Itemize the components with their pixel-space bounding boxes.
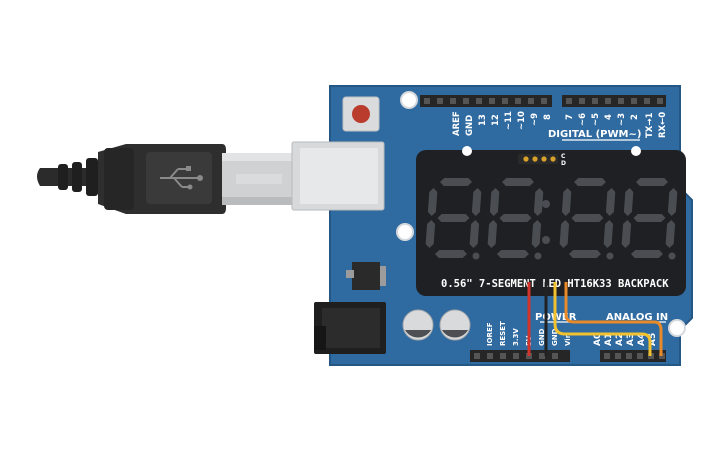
segment-a: [636, 178, 668, 186]
backpack-pins[interactable]: [518, 154, 558, 164]
colon-dot: [542, 236, 550, 244]
pin-label: 3.3V: [512, 328, 520, 346]
pin-label: Vin: [564, 333, 572, 346]
segment-g: [499, 214, 532, 222]
pin-label: 2: [630, 114, 640, 120]
segment-a: [502, 178, 534, 186]
pin-label: ~10: [517, 111, 527, 130]
usb-cable[interactable]: [37, 144, 294, 214]
segment-c: [469, 220, 480, 248]
seven-segment-backpack[interactable]: C D 0.56" 7-SEGMENT LED HT16K33 BACKPACK: [416, 146, 686, 296]
pin-label: 7: [565, 114, 575, 120]
pin-label: A5: [648, 333, 658, 346]
pin-label: ~9: [530, 113, 540, 126]
decimal-point: [534, 252, 542, 260]
segment-d: [630, 250, 663, 258]
pin-label: TX→1: [645, 113, 655, 138]
segment-b: [471, 188, 482, 216]
segment-c: [665, 220, 676, 248]
segment-a: [440, 178, 472, 186]
pin-label: ~11: [504, 111, 514, 130]
segment-g: [633, 214, 666, 222]
digital-pin-labels: AREF GND 13 12 ~11 ~10 ~9 8 7 ~6 ~5 4 ~3…: [452, 111, 668, 138]
colon-dot: [542, 200, 550, 208]
power-header[interactable]: [470, 350, 666, 362]
segment-f: [561, 188, 572, 216]
segment-a: [574, 178, 606, 186]
decimal-point: [472, 252, 480, 260]
segment-f: [623, 188, 634, 216]
digit: [621, 178, 678, 258]
segment-b: [533, 188, 544, 216]
backpack-pin-label: C: [561, 153, 566, 160]
segment-g: [571, 214, 604, 222]
pin-label: GND: [538, 328, 546, 346]
usb-icon: [160, 166, 203, 190]
digit-display: [425, 178, 678, 260]
pin-label: ~3: [617, 113, 627, 126]
pin-label: RESET: [499, 321, 507, 346]
digit: [559, 178, 616, 258]
segment-f: [489, 188, 500, 216]
pin-label: GND: [551, 328, 559, 346]
segment-e: [487, 220, 498, 248]
pin-label: 13: [478, 114, 488, 126]
pin-label: A0: [593, 333, 603, 346]
wire-yellow: [553, 282, 652, 356]
analog-label: ANALOG IN: [606, 312, 668, 323]
digit: [425, 178, 482, 258]
segment-d: [568, 250, 601, 258]
digital-header[interactable]: [420, 95, 666, 107]
segment-e: [621, 220, 632, 248]
digital-header-label: DIGITAL (PWM~): [548, 129, 641, 140]
decimal-point: [668, 252, 676, 260]
pin-label: A3: [626, 333, 636, 346]
pin-label: 8: [543, 114, 553, 120]
pin-label: GND: [465, 115, 475, 136]
pin-label: RX←0: [658, 112, 668, 138]
segment-f: [427, 188, 438, 216]
pin-label: 12: [491, 114, 501, 126]
pin-label: A2: [615, 333, 625, 346]
segment-d: [434, 250, 467, 258]
segment-c: [531, 220, 542, 248]
pin-label: A1: [604, 333, 614, 346]
pin-label: IOREF: [486, 322, 494, 346]
backpack-pin-label: D: [561, 160, 566, 167]
pin-label: 4: [604, 114, 614, 120]
segment-b: [667, 188, 678, 216]
wires: [527, 282, 663, 356]
segment-d: [496, 250, 529, 258]
analog-pin-labels: A0 A1 A2 A3 A4 A5: [593, 333, 658, 346]
segment-c: [603, 220, 614, 248]
segment-b: [605, 188, 616, 216]
pin-label: ~6: [578, 113, 588, 126]
segment-g: [437, 214, 470, 222]
segment-e: [559, 220, 570, 248]
pin-label: ~5: [591, 113, 601, 126]
wire-orange: [564, 282, 663, 356]
decimal-point: [606, 252, 614, 260]
pin-label: AREF: [452, 111, 462, 136]
digit: [487, 178, 544, 258]
pin-label: A4: [637, 333, 647, 346]
segment-e: [425, 220, 436, 248]
reset-button-icon[interactable]: [342, 96, 380, 132]
